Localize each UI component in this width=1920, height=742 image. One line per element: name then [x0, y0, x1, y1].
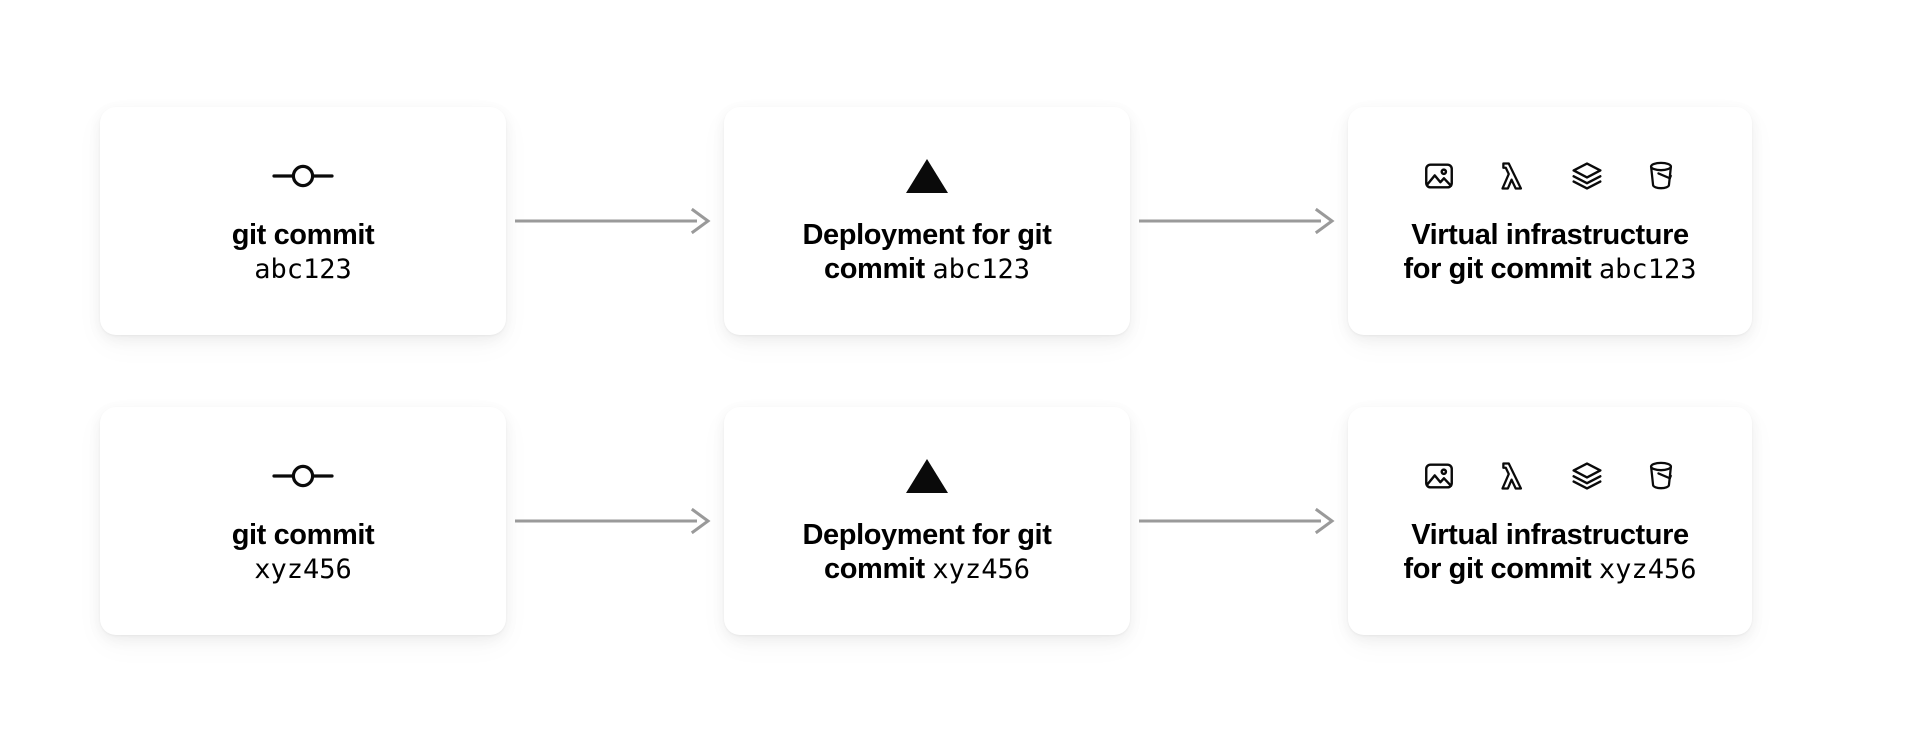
git-commit-card-label: git commit abc123: [232, 218, 375, 286]
icon-area: [1422, 456, 1678, 496]
icon-area: [272, 456, 334, 496]
git-commit-card[interactable]: git commit abc123: [100, 107, 506, 335]
bucket-icon: [1644, 459, 1678, 493]
git-commit-icon: [272, 163, 334, 189]
git-commit-card[interactable]: git commit xyz456: [100, 407, 506, 635]
infra-title-line1: Virtual infrastructure: [1411, 218, 1689, 251]
infra-title-line2: for git commit: [1403, 253, 1592, 285]
commit-hash: abc123: [1598, 254, 1697, 285]
flow-row: git commit abc123 Deployment for git: [100, 107, 1820, 335]
aws-lambda-icon: [1496, 459, 1530, 493]
aws-lambda-icon: [1496, 159, 1530, 193]
deployment-card[interactable]: Deployment for git commit abc123: [724, 107, 1130, 335]
git-commit-icon: [272, 463, 334, 489]
image-icon: [1422, 459, 1456, 493]
icon-area: [905, 156, 949, 196]
layers-icon: [1570, 459, 1604, 493]
image-icon: [1422, 159, 1456, 193]
vercel-triangle-icon: [905, 157, 949, 195]
deploy-title-line1: Deployment for git: [802, 518, 1052, 551]
arrow-deploy-to-infra: [1130, 501, 1348, 541]
infra-title-line1: Virtual infrastructure: [1411, 518, 1689, 551]
flow-row: git commit xyz456 Deployment for git com…: [100, 407, 1820, 635]
commit-title: git commit: [231, 518, 375, 551]
icon-area: [1422, 156, 1678, 196]
virtual-infrastructure-card[interactable]: Virtual infrastructure for git commit ab…: [1348, 107, 1752, 335]
git-commit-card-label: git commit xyz456: [232, 518, 375, 586]
commit-hash: xyz456: [932, 554, 1030, 585]
commit-hash: xyz456: [254, 554, 352, 585]
virtual-infrastructure-card-label: Virtual infrastructure for git commit xy…: [1404, 518, 1697, 586]
bucket-icon: [1644, 159, 1678, 193]
arrow-deploy-to-infra: [1130, 201, 1348, 241]
virtual-infrastructure-card[interactable]: Virtual infrastructure for git commit xy…: [1348, 407, 1752, 635]
arrow-commit-to-deploy: [506, 201, 724, 241]
deployment-card-label: Deployment for git commit xyz456: [803, 518, 1052, 586]
commit-hash: xyz456: [1598, 554, 1697, 585]
commit-title: git commit: [231, 218, 375, 251]
deployment-card[interactable]: Deployment for git commit xyz456: [724, 407, 1130, 635]
commit-hash: abc123: [254, 254, 352, 285]
layers-icon: [1570, 159, 1604, 193]
commit-hash: abc123: [932, 254, 1030, 285]
icon-area: [272, 156, 334, 196]
deploy-title-line1: Deployment for git: [802, 218, 1052, 251]
infra-title-line2: for git commit: [1403, 553, 1592, 585]
vercel-triangle-icon: [905, 457, 949, 495]
arrow-commit-to-deploy: [506, 501, 724, 541]
icon-area: [905, 456, 949, 496]
deploy-title-line2: commit: [824, 553, 925, 585]
deploy-title-line2: commit: [824, 253, 925, 285]
deployment-card-label: Deployment for git commit abc123: [803, 218, 1052, 286]
virtual-infrastructure-card-label: Virtual infrastructure for git commit ab…: [1404, 218, 1697, 286]
